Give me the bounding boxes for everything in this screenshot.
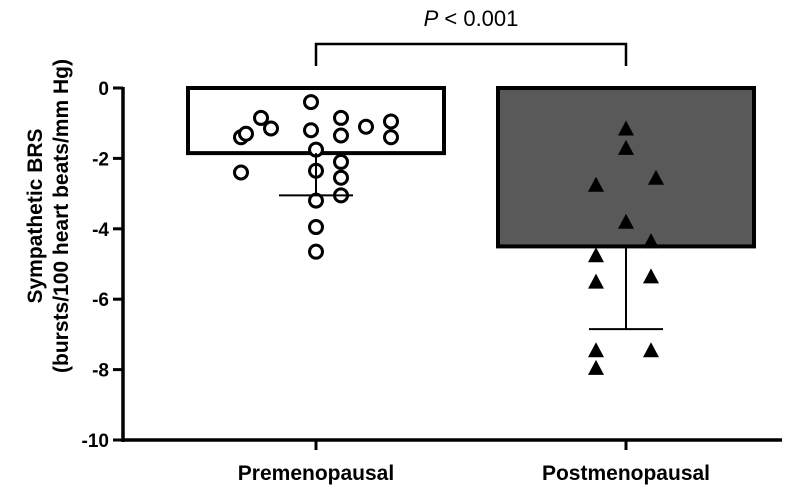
data-point <box>588 359 604 375</box>
x-tick-label: Premenopausal <box>238 462 394 485</box>
p-value: < 0.001 <box>438 6 518 31</box>
p-symbol: P <box>424 6 439 31</box>
data-point <box>618 213 634 229</box>
significance-bracket <box>314 42 628 66</box>
data-point <box>648 169 664 185</box>
data-point <box>643 233 659 249</box>
y-axis-title-line1: Sympathetic BRS <box>24 128 47 303</box>
plot-area <box>186 86 756 375</box>
data-point <box>303 122 319 139</box>
data-point <box>303 94 319 111</box>
data-point <box>618 139 634 155</box>
data-point <box>308 219 324 236</box>
y-tick-label: -2 <box>92 149 109 170</box>
data-point <box>358 118 374 135</box>
significance-annotation: P < 0.001 <box>314 6 628 66</box>
data-point <box>588 342 604 358</box>
y-axis-title: Sympathetic BRS (bursts/100 heart beats/… <box>24 59 73 373</box>
data-point <box>238 125 254 142</box>
data-point <box>643 268 659 284</box>
data-point <box>253 109 269 126</box>
data-point <box>308 243 324 260</box>
data-point <box>233 164 249 181</box>
p-value-label: P < 0.001 <box>424 6 519 31</box>
data-point <box>333 153 349 170</box>
data-point <box>588 247 604 263</box>
data-point <box>263 120 279 137</box>
y-tick-label: 0 <box>98 79 109 100</box>
data-point <box>588 176 604 192</box>
data-point <box>333 109 349 126</box>
y-tick-label: -10 <box>82 431 109 452</box>
data-point <box>333 169 349 186</box>
data-point <box>383 113 399 130</box>
data-point <box>383 129 399 146</box>
y-tick-label: -6 <box>92 290 109 311</box>
data-point <box>643 342 659 358</box>
y-tick-label: -8 <box>92 361 109 382</box>
data-point <box>333 127 349 144</box>
x-tick-label: Postmenopausal <box>542 462 710 485</box>
data-point <box>588 273 604 289</box>
y-tick-label: -4 <box>92 220 109 241</box>
data-point <box>618 120 634 136</box>
y-axis-title-line2: (bursts/100 heart beats/mm Hg) <box>50 59 73 373</box>
